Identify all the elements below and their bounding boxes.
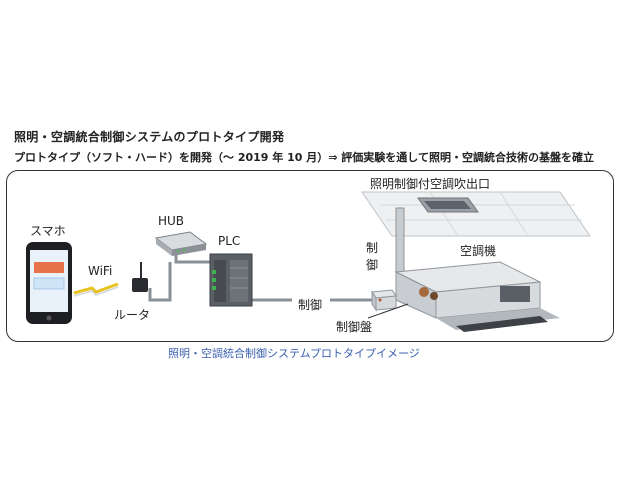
diagram-caption: 照明・空調統合制御システムプロトタイプイメージ [168, 347, 420, 360]
control-label: 制御 [298, 298, 323, 312]
air-conditioner-label: 空調機 [460, 244, 497, 258]
ceiling-outlet-illustration [361, 191, 591, 237]
hub-label: HUB [158, 214, 185, 228]
plc-label: PLC [218, 234, 241, 248]
smartphone-label: スマホ [30, 224, 66, 238]
diagram-subheading: プロトタイプ（ソフト・ハード）を開発（～ 2019 年 10 月）⇒ 評価実験を… [14, 151, 594, 164]
air-conditioner-illustration [394, 261, 560, 332]
control-panel-icon [371, 289, 397, 312]
wifi-label: WiFi [88, 264, 113, 278]
router-label: ルータ [114, 308, 151, 322]
plc-icon [209, 253, 253, 307]
duct [395, 207, 405, 281]
router-icon [132, 262, 148, 292]
wifi-signal-icon [73, 282, 119, 297]
connection-lines [148, 250, 372, 302]
control-vertical-label: 制御 [366, 241, 379, 272]
diagram-frame [6, 170, 614, 342]
control-panel-label: 制御盤 [336, 320, 373, 334]
hub-icon [154, 231, 208, 256]
ceiling-outlet-label: 照明制御付空調吹出口 [370, 177, 491, 191]
smartphone-icon [26, 242, 72, 324]
control-panel-pointer [367, 303, 409, 319]
diagram-heading: 照明・空調統合制御システムのプロトタイプ開発 [14, 130, 285, 144]
